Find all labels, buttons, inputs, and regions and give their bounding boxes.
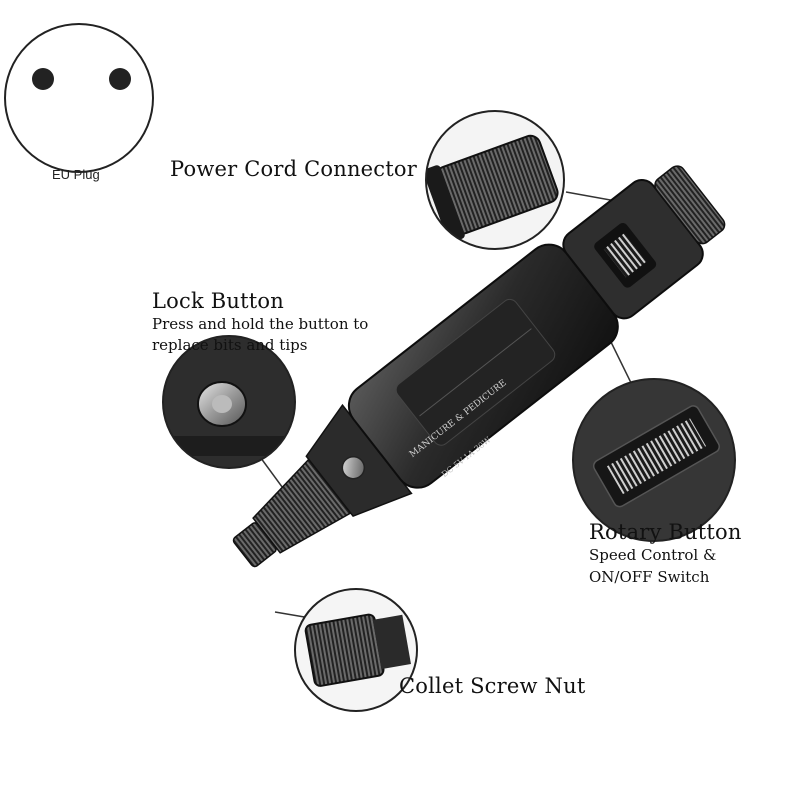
collet-screw-nut-title: Collet Screw Nut (399, 674, 586, 698)
lock-button-desc-line1: Press and hold the button to (152, 315, 369, 333)
rotary-button-desc-line1: Speed Control & (589, 546, 717, 564)
rotary-button-callout (572, 378, 736, 542)
rotary-tool (232, 165, 726, 568)
lock-button-desc-line2: replace bits and tips (152, 336, 308, 354)
rotary-button-title: Rotary Button (589, 520, 742, 544)
power-cord-callout (425, 110, 565, 250)
eu-plug-icon (4, 23, 154, 173)
lock-button-title: Lock Button (152, 289, 284, 313)
lock-button-callout (162, 335, 296, 469)
power-cord-connector-title: Power Cord Connector (170, 157, 417, 181)
eu-plug-label: EU Plug (52, 167, 100, 182)
rotary-button-desc-line2: ON/OFF Switch (589, 568, 710, 586)
collet-nut-callout (294, 588, 418, 712)
